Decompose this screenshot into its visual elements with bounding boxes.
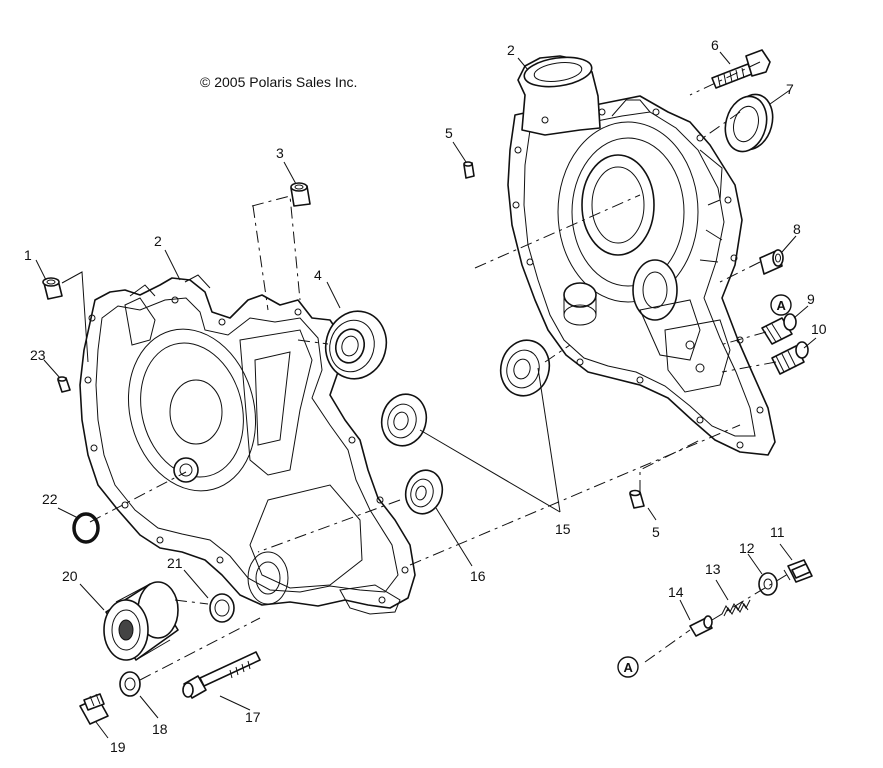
part-20-pulley [103,581,179,661]
part-5-dowel-lower [629,489,645,509]
callout-14: 14 [668,584,684,600]
callout-19: 19 [110,739,126,755]
callout-18: 18 [152,721,168,737]
copyright-text: © 2005 Polaris Sales Inc. [200,74,357,90]
part-3-bushing [290,182,311,207]
callout-5-upper: 5 [445,125,453,141]
callout-5-lower: 5 [652,524,660,540]
part-14-valve [689,615,713,637]
leader-lines [35,51,817,739]
part-4-bearing [324,310,388,380]
callout-13: 13 [705,561,721,577]
callout-7: 7 [786,81,794,97]
callout-23: 23 [30,347,46,363]
part-7-seal [724,93,774,153]
part-5-dowel-upper [463,161,475,179]
part-15-bearing-left [380,393,428,447]
callout-15: 15 [555,521,571,537]
callout-22: 22 [42,491,58,507]
part-11-plug [783,559,813,583]
callout-9: 9 [807,291,815,307]
callout-3: 3 [276,145,284,161]
part-12-washer [758,572,778,596]
reference-marker-upper: A [770,294,792,316]
callout-8: 8 [793,221,801,237]
part-1-bushing [42,277,63,300]
callout-21: 21 [167,555,183,571]
part-19-drain-plug [79,693,109,725]
center-lines [89,61,789,681]
callout-2-right: 2 [507,42,515,58]
part-17-bolt [182,651,261,699]
part-6-bolt [711,49,771,89]
callout-labels: 1 2 2 3 4 5 5 6 7 8 9 10 11 12 13 14 15 … [24,37,827,755]
callout-11: 11 [770,524,785,540]
callout-4: 4 [314,267,322,283]
part-9-fitting [761,313,797,345]
part-13-spring [721,599,751,617]
part-10-fitting [771,341,809,375]
callout-10: 10 [811,321,827,337]
part-22-o-ring [72,512,100,544]
callout-2-left: 2 [154,233,162,249]
callout-16: 16 [470,568,486,584]
callout-6: 6 [711,37,719,53]
reference-marker-lower: A [617,656,639,678]
reference-letter-upper: A [777,298,787,313]
part-16-bearing [404,469,444,515]
part-21-seal [209,593,235,623]
part-15-bearing-right [499,339,551,397]
callout-17: 17 [245,709,261,725]
part-23-dowel [57,376,71,393]
part-18-washer [119,671,141,697]
reference-letter-lower: A [624,660,634,675]
callout-20: 20 [62,568,78,584]
part-8-bushing [759,249,784,275]
callout-1: 1 [24,247,32,263]
callout-12: 12 [739,540,755,556]
